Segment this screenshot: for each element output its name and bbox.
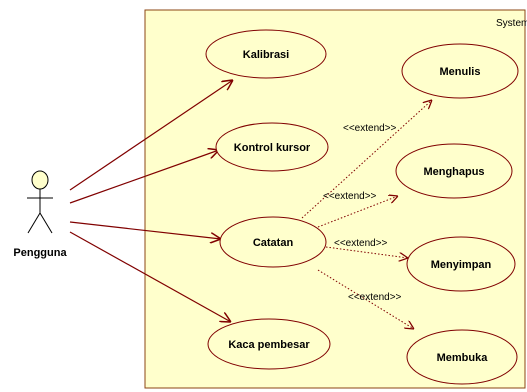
usecase-label-membuka: Membuka bbox=[437, 352, 489, 364]
system-label: System bbox=[496, 18, 527, 29]
actor-name: Pengguna bbox=[13, 247, 67, 259]
actor-head bbox=[31, 170, 49, 190]
usecase-kaca-pembesar bbox=[207, 318, 331, 370]
usecase-label-kontrol-kursor: Kontrol kursor bbox=[234, 142, 311, 154]
usecase-kalibrasi bbox=[205, 29, 327, 79]
extend-menghapus bbox=[317, 196, 398, 228]
usecase-menghapus bbox=[395, 143, 513, 199]
usecase-membuka bbox=[406, 329, 518, 385]
usecase-menyimpan bbox=[406, 236, 516, 292]
actor-pengguna bbox=[27, 170, 53, 234]
actor-right-leg bbox=[39, 212, 53, 234]
usecase-catatan bbox=[219, 216, 327, 268]
usecase-label-kaca-pembesar: Kaca pembesar bbox=[228, 339, 310, 351]
extend-label-menyimpan: <<extend>> bbox=[334, 238, 388, 249]
actor-left-leg bbox=[27, 212, 41, 234]
usecase-menulis bbox=[401, 43, 519, 99]
association-kalibrasi bbox=[69, 80, 233, 191]
usecase-label-menyimpan: Menyimpan bbox=[431, 259, 492, 271]
usecase-label-catatan: Catatan bbox=[253, 237, 294, 249]
association-kaca-pembesar bbox=[69, 231, 231, 322]
extend-menulis bbox=[301, 100, 432, 219]
extend-label-menghapus: <<extend>> bbox=[323, 191, 377, 202]
extend-membuka bbox=[317, 269, 414, 329]
usecase-label-kalibrasi: Kalibrasi bbox=[243, 49, 289, 61]
usecase-kontrol-kursor bbox=[215, 122, 329, 172]
association-kontrol-kursor bbox=[69, 150, 219, 204]
extend-label-menulis: <<extend>> bbox=[343, 123, 397, 134]
extend-label-membuka: <<extend>> bbox=[348, 292, 402, 303]
usecase-label-menulis: Menulis bbox=[440, 66, 481, 78]
usecase-label-menghapus: Menghapus bbox=[423, 166, 484, 178]
association-catatan bbox=[69, 221, 221, 239]
